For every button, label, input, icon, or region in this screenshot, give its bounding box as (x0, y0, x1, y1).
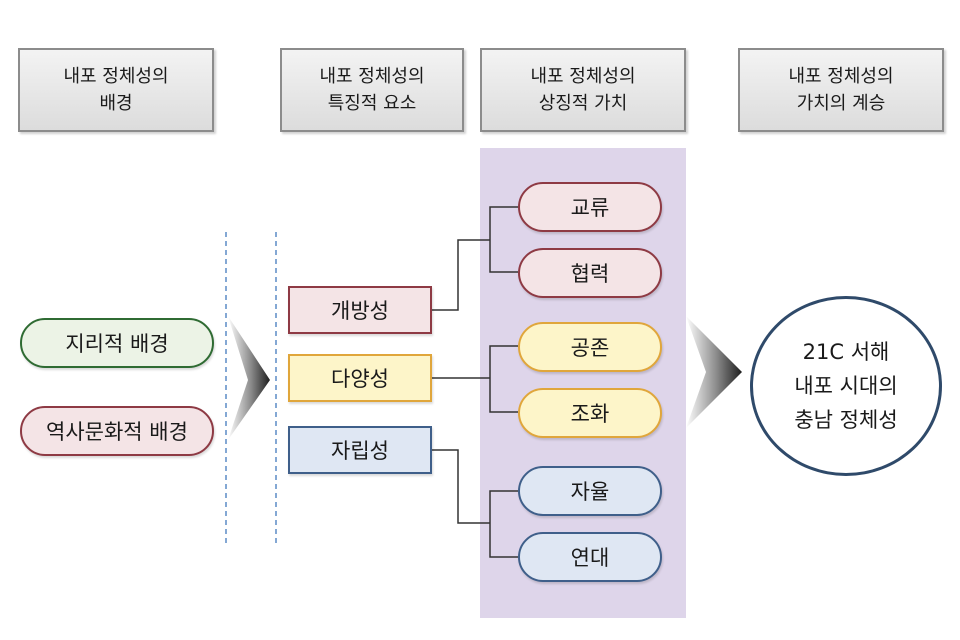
header-values-line2: 상징적 가치 (538, 93, 628, 114)
node-coexistence: 공존 (518, 322, 662, 372)
header-values: 내포 정체성의 상징적 가치 (480, 48, 686, 132)
header-inheritance-line1: 내포 정체성의 (788, 66, 894, 87)
header-inheritance: 내포 정체성의 가치의 계승 (738, 48, 944, 132)
connector-openness (432, 239, 490, 311)
connector-diversity-bottom (489, 378, 518, 413)
header-elements-line1: 내포 정체성의 (319, 66, 425, 87)
connector-openness-top (489, 206, 518, 240)
header-background: 내포 정체성의 배경 (18, 48, 214, 132)
node-autonomy: 자율 (518, 466, 662, 516)
connector-independence (432, 449, 490, 524)
node-result-identity: 21C 서해 내포 시대의 충남 정체성 (750, 296, 942, 476)
header-background-line1: 내포 정체성의 (63, 66, 169, 87)
arrow-to-result (686, 316, 742, 428)
header-values-line1: 내포 정체성의 (530, 66, 636, 87)
node-cooperation: 협력 (518, 248, 662, 298)
header-inheritance-line2: 가치의 계승 (796, 93, 886, 114)
node-harmony: 조화 (518, 388, 662, 438)
arrow-to-elements (228, 316, 270, 440)
connector-openness-bottom (489, 240, 518, 273)
header-background-line2: 배경 (99, 93, 133, 114)
node-exchange-label: 교류 (570, 196, 610, 220)
node-cooperation-label: 협력 (570, 262, 610, 286)
connector-independence-bottom (489, 523, 518, 558)
node-openness-label: 개방성 (331, 299, 389, 323)
connector-independence-top (489, 490, 518, 523)
node-solidarity-label: 연대 (570, 546, 610, 570)
header-elements: 내포 정체성의 특징적 요소 (280, 48, 464, 132)
header-elements-line2: 특징적 요소 (327, 93, 417, 114)
node-coexistence-label: 공존 (570, 336, 610, 360)
node-geographic-background: 지리적 배경 (20, 318, 214, 368)
node-historical-cultural-background: 역사문화적 배경 (20, 406, 214, 456)
node-autonomy-label: 자율 (570, 480, 610, 504)
node-result-line2: 내포 시대의 (794, 374, 898, 398)
node-exchange: 교류 (518, 182, 662, 232)
node-openness: 개방성 (288, 286, 432, 334)
node-solidarity: 연대 (518, 532, 662, 582)
node-independence-label: 자립성 (331, 439, 389, 463)
node-diversity-label: 다양성 (331, 367, 389, 391)
connector-diversity-top (489, 345, 518, 378)
node-geographic-background-label: 지리적 배경 (65, 332, 169, 356)
node-historical-cultural-background-label: 역사문화적 배경 (46, 420, 188, 444)
node-independence: 자립성 (288, 426, 432, 474)
node-result-line1: 21C 서해 (802, 340, 890, 364)
node-harmony-label: 조화 (570, 402, 610, 426)
node-diversity: 다양성 (288, 354, 432, 402)
node-result-line3: 충남 정체성 (794, 408, 898, 432)
